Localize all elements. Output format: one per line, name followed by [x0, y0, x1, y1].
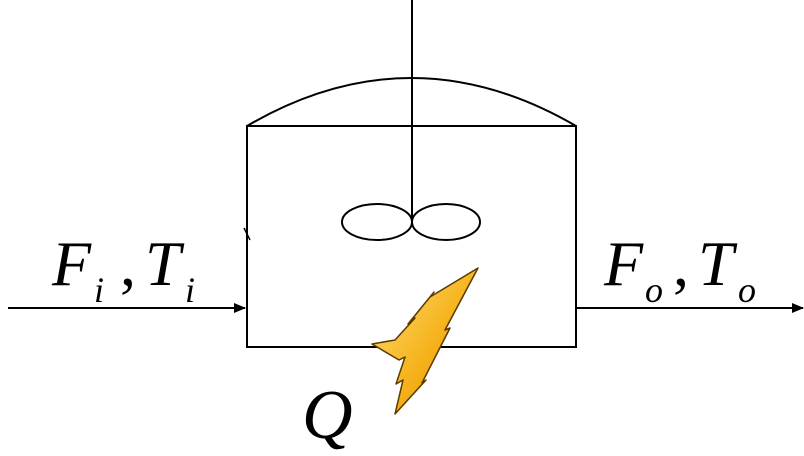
outlet-temp-symbol: T [698, 228, 738, 299]
lightning-bolt-icon [371, 267, 479, 415]
inlet-label: F i , T i [51, 228, 195, 310]
inlet-separator: , [120, 228, 136, 299]
inlet-temp-symbol: T [145, 228, 185, 299]
impeller-blade-right [411, 203, 481, 241]
inlet-flow-subscript: i [94, 270, 104, 310]
outlet-flow-subscript: o [645, 270, 663, 310]
wall-tick [243, 227, 251, 241]
heat-label: Q [302, 377, 353, 451]
outlet-separator: , [673, 228, 689, 299]
inlet-flow-symbol: F [51, 228, 92, 299]
outlet-temp-subscript: o [738, 270, 756, 310]
impeller-blade-left [341, 203, 413, 241]
outlet-label: F o , T o [603, 228, 756, 310]
inlet-temp-subscript: i [185, 270, 195, 310]
outlet-flow-symbol: F [603, 228, 644, 299]
